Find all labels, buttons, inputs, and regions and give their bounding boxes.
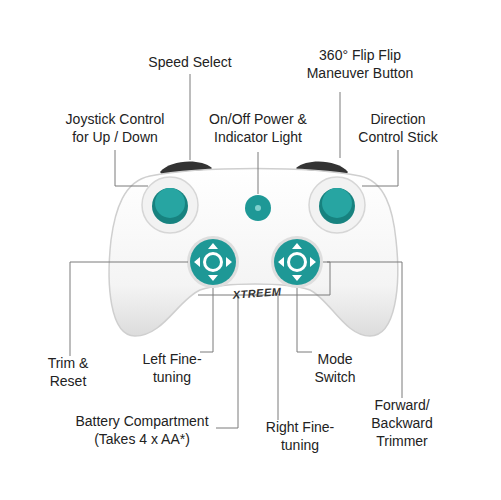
callout-label: Left Fine-tuning	[131, 350, 213, 386]
joystick-stick	[319, 188, 355, 224]
callout-label: 360° Flip Flip Maneuver Button	[302, 46, 418, 82]
right-dpad	[271, 236, 323, 288]
joystick-well	[142, 177, 198, 233]
indicator-light	[255, 205, 261, 211]
callout-label: Forward/ Backward Trimmer	[365, 396, 439, 450]
callout-label: Trim & Reset	[40, 354, 96, 390]
power-button	[245, 195, 271, 221]
callout-label: Speed Select	[130, 53, 250, 71]
joystick-stick	[152, 188, 188, 224]
joystick-well	[309, 177, 365, 233]
callout-label: Battery Compartment (Takes 4 x AA*)	[71, 412, 213, 448]
left-dpad	[187, 236, 239, 288]
callout-label: Mode Switch	[309, 350, 361, 386]
callout-label: Direction Control Stick	[348, 110, 448, 146]
controller-body	[109, 169, 398, 337]
joystick-stick	[155, 188, 185, 218]
callout-label: Joystick Control for Up / Down	[59, 110, 171, 146]
leader-lines	[70, 74, 402, 428]
callout-label: Right Fine-tuning	[259, 418, 341, 454]
callout-label: On/Off Power & Indicator Light	[205, 110, 311, 146]
joystick-stick	[322, 188, 352, 218]
